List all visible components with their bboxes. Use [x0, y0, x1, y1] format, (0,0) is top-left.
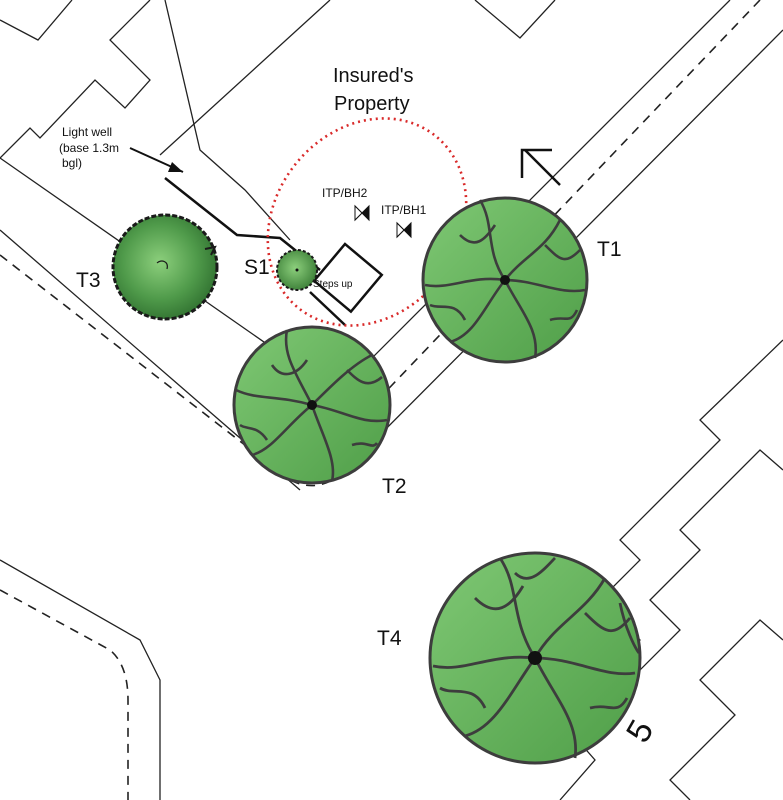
tree-t4	[428, 551, 642, 765]
tree-t2-label: T2	[382, 475, 407, 498]
shrub-s1	[276, 249, 318, 291]
tree-t3-canopy	[111, 213, 219, 321]
shrub-s1-label: S1	[244, 256, 270, 279]
north-arrow	[520, 148, 561, 186]
light-well-arrowhead	[168, 162, 183, 172]
steps-box: Steps up	[309, 242, 384, 326]
rear-boundary	[164, 0, 291, 241]
light-well-label-1: Light well	[62, 125, 112, 139]
tree-t1-trunk	[500, 275, 510, 285]
light-well-label-3: bgl)	[62, 156, 82, 170]
tree-t2-trunk	[307, 400, 317, 410]
title-line-1: Insured's	[333, 65, 414, 87]
north-building-outline	[0, 0, 151, 159]
borehole-bh2-label: ITP/BH2	[322, 186, 368, 200]
tree-t3	[111, 213, 219, 321]
tree-t2	[232, 325, 392, 485]
north-block-boundary	[0, 0, 73, 41]
tree-t4-label: T4	[377, 627, 402, 650]
borehole-bh1-label: ITP/BH1	[381, 203, 427, 217]
steps-rectangle	[312, 242, 384, 314]
north-arrow-head	[520, 148, 552, 178]
south-east-building-2	[599, 449, 783, 711]
borehole-bh1-marker	[396, 221, 412, 239]
north-block-boundary-2	[474, 0, 556, 39]
kerb-line-south-west	[0, 589, 129, 800]
borehole-bh2-marker	[354, 204, 370, 222]
tree-t1	[421, 196, 589, 364]
south-west-road-edge	[0, 559, 161, 800]
tree-t1-label: T1	[597, 238, 622, 261]
north-arrow-shaft	[524, 149, 561, 186]
steps-label: Steps up	[313, 279, 353, 290]
steps-wall	[309, 291, 346, 326]
tree-t3-label: T3	[76, 269, 101, 292]
title-line-2: Property	[334, 93, 410, 115]
property-party-wall	[159, 0, 331, 156]
south-east-building-3	[669, 619, 783, 800]
house-number-label: 5	[619, 714, 661, 749]
tree-t4-trunk	[528, 651, 542, 665]
light-well-label-2: (base 1.3m	[59, 141, 119, 155]
